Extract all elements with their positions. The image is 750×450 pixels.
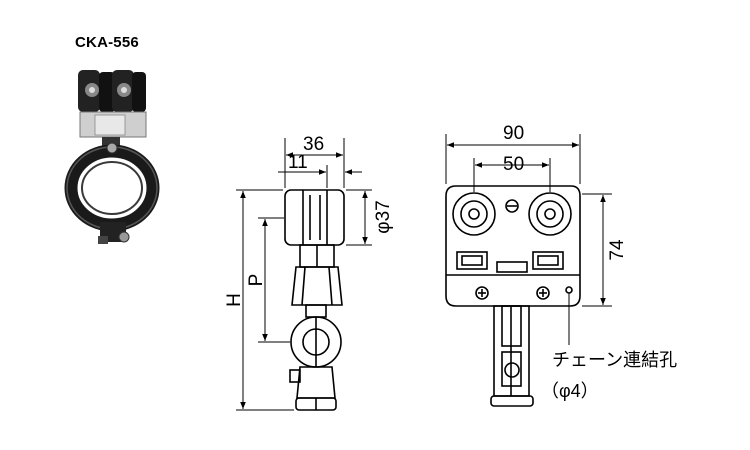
- chain-hole-size: （φ4）: [541, 381, 599, 401]
- dim-front-wheel-spacing: 50: [503, 154, 524, 175]
- model-number: CKA-556: [75, 34, 139, 51]
- dim-side-pitch: P: [246, 274, 267, 287]
- dim-side-width: 36: [303, 134, 324, 155]
- dim-side-diameter: φ37: [373, 200, 394, 233]
- front-view-dimensions: [445, 134, 612, 345]
- dim-side-offset: 11: [288, 152, 308, 173]
- chain-hole-label: チェーン連結孔: [552, 350, 677, 370]
- dim-front-width: 90: [503, 123, 524, 144]
- dim-front-height: 74: [607, 239, 628, 261]
- side-view-dimensions: [236, 138, 372, 411]
- front-view-drawing: [445, 185, 581, 407]
- product-photo: [64, 70, 160, 244]
- dim-side-height: H: [224, 293, 245, 307]
- side-view-drawing: [284, 189, 345, 411]
